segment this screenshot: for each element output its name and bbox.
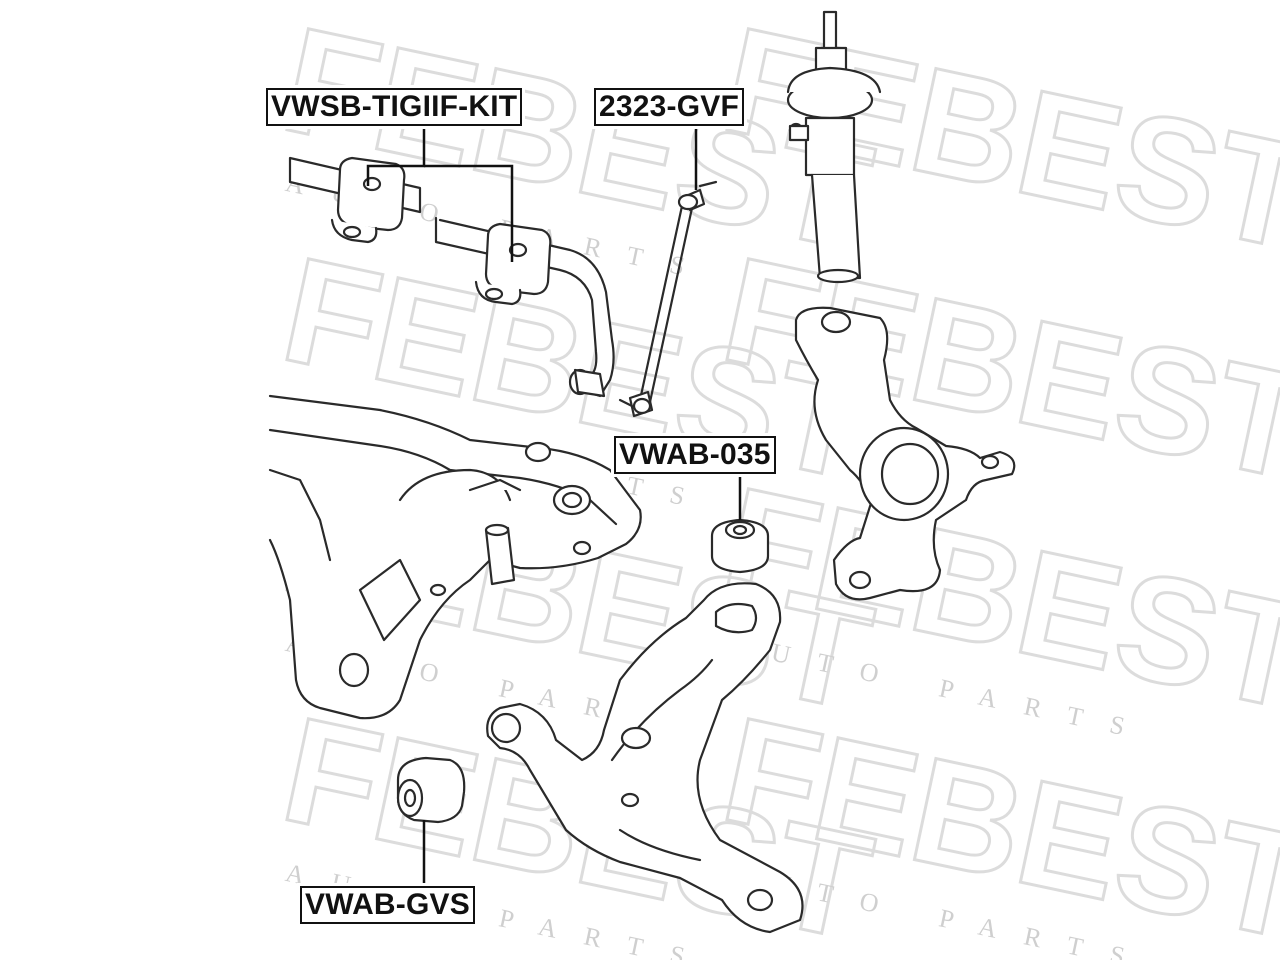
leader-kit-right — [424, 164, 514, 262]
leader-kit-left — [366, 120, 426, 186]
callout-text: VWSB-TIGIIF-KIT — [271, 90, 518, 123]
control-arm — [486, 582, 804, 934]
callout-text: VWAB-035 — [619, 438, 771, 471]
leader-lines — [366, 120, 742, 886]
stabilizer-link — [618, 180, 718, 418]
steering-knuckle — [794, 306, 1016, 601]
callout-stabilizer-link: 2323-GVF — [593, 87, 745, 127]
stabilizer-bushing-right — [474, 222, 552, 306]
callout-arm-bushing-rear: VWAB-035 — [613, 435, 777, 475]
subframe — [268, 394, 642, 720]
callout-arm-bushing-front: VWAB-GVS — [299, 885, 476, 925]
callout-text: VWAB-GVS — [305, 888, 470, 921]
callout-stabilizer-bushing-kit: VWSB-TIGIIF-KIT — [264, 87, 524, 127]
stabilizer-bushing-left — [330, 156, 406, 244]
arm-bushing-rear-part — [710, 518, 770, 574]
arm-bushing-front-part — [396, 756, 466, 824]
strut-assembly — [786, 10, 882, 284]
callout-text: 2323-GVF — [599, 90, 739, 123]
